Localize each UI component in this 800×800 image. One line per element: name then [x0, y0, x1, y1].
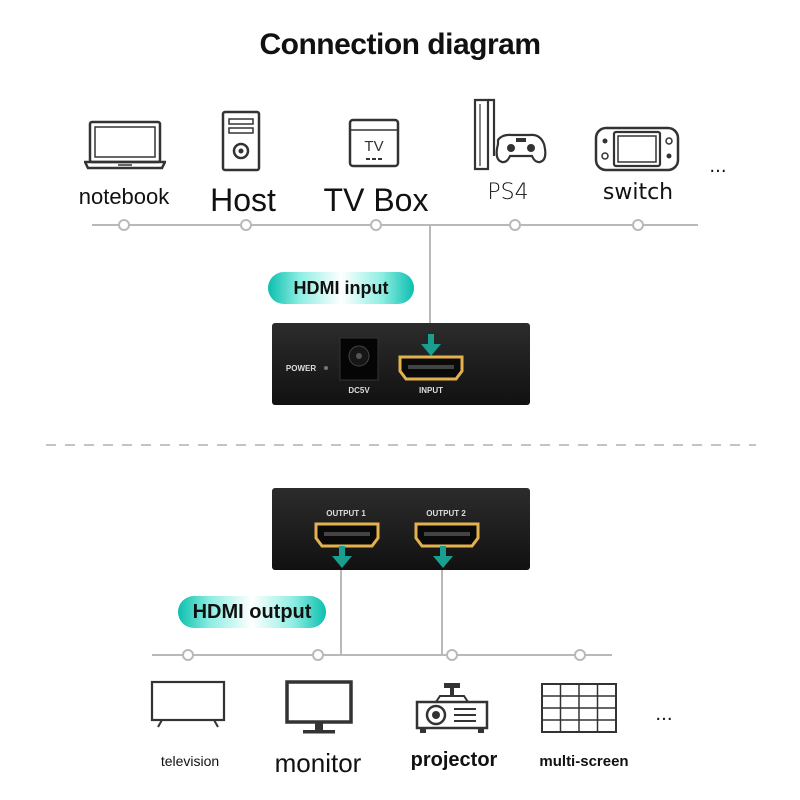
splitter-input-panel: [272, 323, 530, 405]
arrow-down-icon: [421, 334, 441, 356]
page-title: Connection diagram: [259, 28, 541, 61]
sources-more-ellipsis: ...: [709, 156, 727, 177]
bus-node: [370, 219, 382, 231]
bus-node: [446, 649, 458, 661]
display-label-monitor: monitor: [274, 748, 362, 778]
television-icon: [150, 680, 226, 728]
bus-node: [118, 219, 130, 231]
hdmi-input-pill: HDMI input: [268, 272, 414, 304]
arrow-down-icon: [332, 546, 352, 568]
ps4-console-icon: [473, 98, 547, 171]
splitter-output-panel: [272, 488, 530, 570]
bus-node: [574, 649, 586, 661]
bus-node: [632, 219, 644, 231]
hdmi-input-label: HDMI input: [293, 277, 389, 298]
display-label-multi-screen: multi-screen: [539, 753, 629, 770]
dc5v-label: DC5V: [348, 386, 370, 395]
tv-box-icon-text: TV: [364, 138, 383, 155]
nintendo-switch-icon: [594, 126, 680, 172]
video-wall-icon: [541, 683, 617, 733]
display-label-projector: projector: [410, 749, 498, 771]
output-1-label: OUTPUT 1: [326, 509, 366, 518]
tv-box-icon: TV: [348, 118, 400, 168]
output-2-label: OUTPUT 2: [426, 509, 466, 518]
source-label-switch: switch: [602, 180, 674, 205]
displays-more-ellipsis: ...: [655, 704, 673, 725]
source-label-notebook: notebook: [78, 184, 170, 209]
hdmi-output-label: HDMI output: [192, 600, 312, 623]
bus-node: [312, 649, 324, 661]
monitor-icon: [285, 680, 353, 734]
desktop-tower-icon: [221, 110, 261, 172]
bus-node: [509, 219, 521, 231]
source-label-tv-box: TV Box: [323, 182, 429, 218]
arrow-down-icon: [433, 546, 453, 568]
input-port-label: INPUT: [419, 386, 443, 395]
display-label-television: television: [160, 753, 220, 769]
power-label: POWER: [285, 364, 317, 373]
projector-icon: [415, 683, 489, 733]
hdmi-output-pill: HDMI output: [178, 596, 326, 628]
source-label-host: Host: [210, 182, 276, 218]
bus-node: [240, 219, 252, 231]
bus-node: [182, 649, 194, 661]
source-label-ps4: PS4: [487, 180, 529, 205]
laptop-icon: [84, 120, 166, 170]
